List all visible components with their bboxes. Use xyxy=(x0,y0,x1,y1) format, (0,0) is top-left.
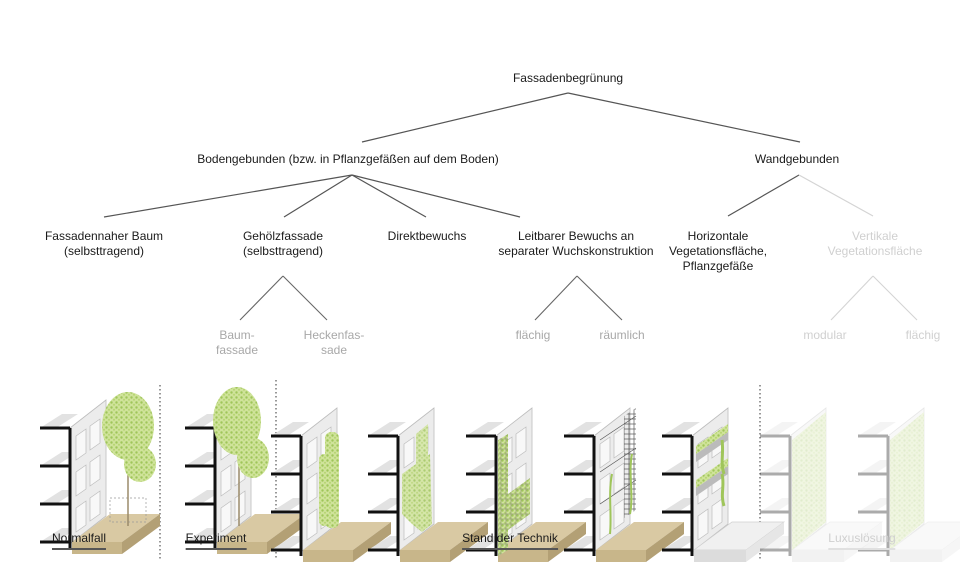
root-node: Fassadenbegrünung xyxy=(512,71,624,85)
climber xyxy=(402,454,432,532)
node-vertikal-flaechig: flächig xyxy=(905,328,941,342)
illustration-gehoelzfassade-baum xyxy=(183,387,305,554)
connector-gehoelz xyxy=(239,275,328,321)
category-luxusloesung: Luxuslösung xyxy=(828,531,896,550)
planter xyxy=(696,432,728,462)
illustration-gehoelzfassade-hecke xyxy=(269,406,391,562)
node-vertikale-vegetation: Vertikale Vegetationsfläche xyxy=(827,229,923,258)
node-direktbewuchs: Direktbewuchs xyxy=(387,229,467,243)
node-fassadennaher-baum: Fassadennaher Baum (selbsttragend) xyxy=(44,229,164,258)
connector-wand xyxy=(727,174,874,217)
illustration-leitbar-flaechig xyxy=(464,406,586,562)
node-baumfassade: Baum- fassade xyxy=(215,328,259,357)
planter xyxy=(696,466,728,496)
node-bodengebunden: Bodengebunden (bzw. in Pflanzgefäßen auf… xyxy=(197,152,499,166)
node-leitbar-flaechig: flächig xyxy=(515,328,551,342)
tree-crown xyxy=(213,387,261,455)
separators xyxy=(159,380,761,560)
category-normalfall: Normalfall xyxy=(51,531,107,550)
connector-boden xyxy=(103,174,521,218)
category-experiment: Experiment xyxy=(185,531,247,550)
illustration-leitbar-raeumlich xyxy=(562,406,684,562)
node-wandgebunden: Wandgebunden xyxy=(754,152,840,166)
node-horizontale-vegetation: Horizontale Vegetationsfläche, Pflanzgef… xyxy=(668,229,768,273)
illustration-fassadennaher-baum xyxy=(38,392,160,554)
illustration-vertikal-modular xyxy=(758,406,883,563)
node-modular: modular xyxy=(803,328,847,342)
category-stand-der-technik: Stand der Technik xyxy=(462,531,558,550)
illustration-vertikal-flaechig xyxy=(856,406,960,563)
illustration-direktbewuchs xyxy=(366,406,488,562)
node-leitbarer-bewuchs: Leitbarer Bewuchs an separater Wuchskons… xyxy=(498,229,654,258)
node-heckenfassade: Heckenfas- sade xyxy=(303,328,365,357)
tree-crown xyxy=(102,392,154,460)
connector-vertikal xyxy=(830,275,918,321)
node-leitbar-raeumlich: räumlich xyxy=(599,328,645,342)
connector-root xyxy=(361,92,801,143)
trellis-frame xyxy=(599,408,637,535)
node-gehoelzfassade: Gehölzfassade (selbsttragend) xyxy=(242,229,324,258)
connector-leitbar xyxy=(534,275,623,321)
illustration-horizontale-vegetation xyxy=(660,406,785,563)
